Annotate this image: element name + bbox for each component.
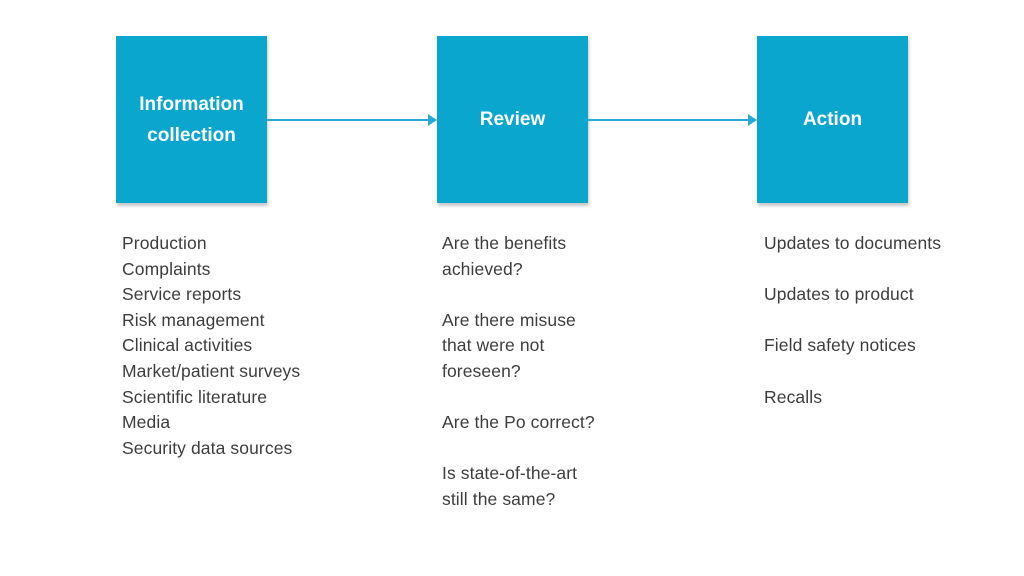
arrow-right-icon [588,111,757,128]
arrow-head [748,113,757,126]
list-item: Media [122,412,171,433]
notes-review: Are the benefits achieved? Are there mis… [442,231,732,513]
notes-information-collection: Production Complaints Service reports Ri… [122,231,412,461]
action-item: Recalls [764,386,823,407]
arrow-shaft [267,118,430,121]
review-question: Are there misuse that were not foreseen? [442,309,576,381]
list-item: Clinical activities [122,335,253,356]
flow-box-review: Review [437,36,588,203]
flow-box-label: Information collection [139,93,244,146]
list-item: Market/patient surveys [122,360,301,381]
list-item: Service reports [122,284,242,305]
action-item: Updates to documents [764,233,942,253]
review-question: Is state-of-the-art still the same? [442,463,578,509]
list-item: Scientific literature [122,386,268,407]
review-question: Are the Po correct? [442,412,595,433]
action-item: Updates to product [764,284,914,305]
arrow-right-icon [267,111,437,128]
flow-box-action: Action [757,36,908,203]
flow-box-label: Review [479,109,546,130]
list-item: Complaints [122,258,211,279]
action-item: Field safety notices [764,335,916,356]
flow-box-information-collection: Information collection [116,36,267,203]
list-item: Risk management [122,309,265,330]
flow-box-label: Action [802,109,863,130]
review-question: Are the benefits achieved? [442,233,567,279]
arrow-head [428,113,437,126]
list-item: Security data sources [122,437,293,458]
notes-action: Updates to documents Updates to product … [764,231,1014,410]
arrow-shaft [588,118,750,121]
list-item: Production [122,233,207,253]
